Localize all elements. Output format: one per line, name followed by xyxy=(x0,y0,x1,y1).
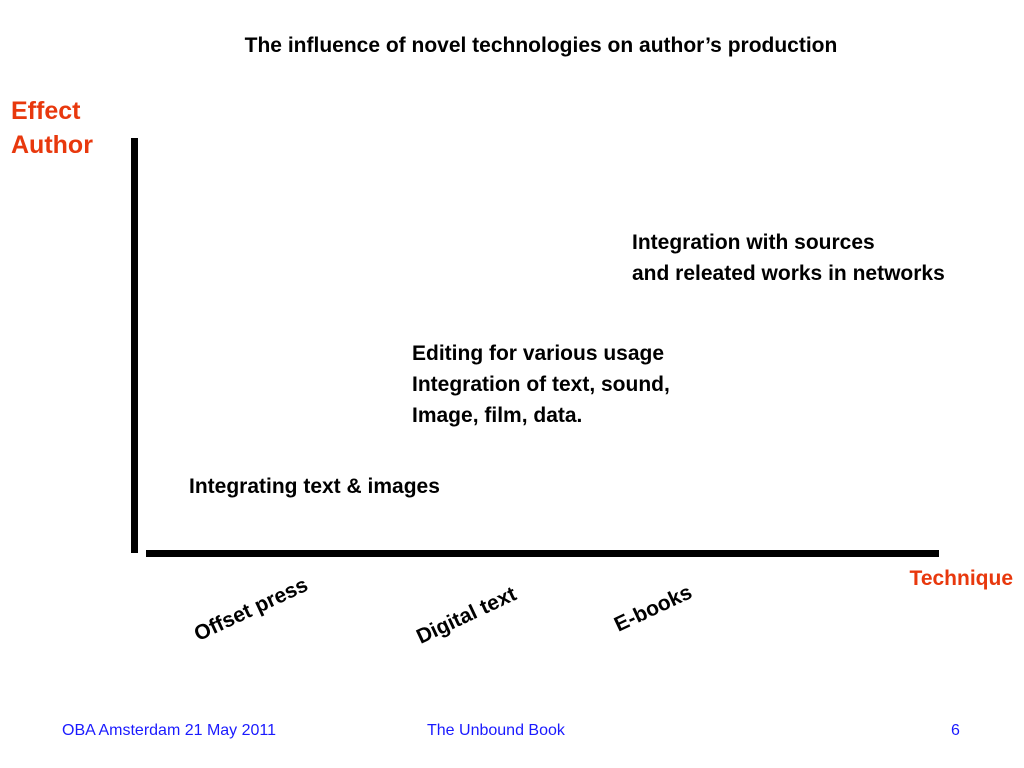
effect-2-line-2: Integration of text, sound, xyxy=(412,373,670,396)
y-axis-label: Effect Author xyxy=(11,94,93,162)
effect-1-line-1: Integrating text & images xyxy=(189,475,440,498)
y-axis-label-line-1: Effect xyxy=(11,97,81,125)
effect-3-line-1: Integration with sources xyxy=(632,231,875,254)
x-axis-line xyxy=(146,550,939,557)
y-axis-line xyxy=(131,138,138,553)
effect-block-2: Editing for various usage Integration of… xyxy=(412,338,670,431)
y-axis-label-line-2: Author xyxy=(11,131,93,159)
effect-3-line-2: and releated works in networks xyxy=(632,262,945,285)
effect-2-line-3: Image, film, data. xyxy=(412,404,583,427)
technology-label-offset-press: Offset press xyxy=(190,573,312,646)
footer-page-number: 6 xyxy=(951,722,960,739)
footer-event: OBA Amsterdam 21 May 2011 xyxy=(62,722,277,739)
slide-title: The influence of novel technologies on a… xyxy=(244,34,838,57)
x-axis-label: Technique xyxy=(909,567,1013,590)
footer-presentation-title: The Unbound Book xyxy=(427,722,565,739)
technology-label-digital-text: Digital text xyxy=(412,582,520,649)
effect-block-3: Integration with sources and releated wo… xyxy=(632,227,945,289)
effect-2-line-1: Editing for various usage xyxy=(412,342,665,365)
effect-block-1: Integrating text & images xyxy=(189,471,440,502)
technology-label-e-books: E-books xyxy=(610,580,696,637)
